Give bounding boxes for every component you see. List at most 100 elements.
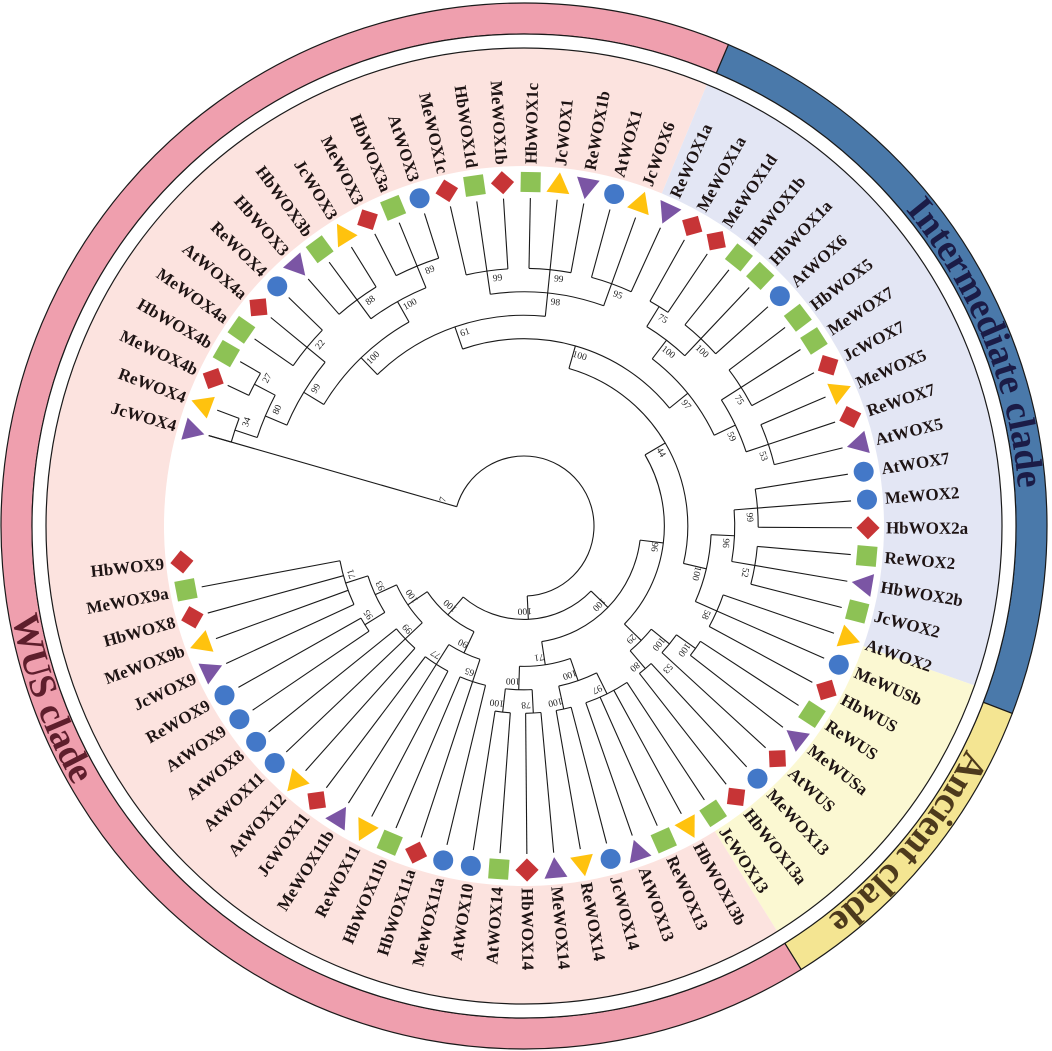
- branch-line: [364, 611, 386, 626]
- marker-triangle-down-icon: [786, 730, 810, 752]
- bootstrap-value: 89: [424, 264, 437, 277]
- marker-square-icon: [227, 315, 256, 344]
- branch-line: [760, 396, 826, 426]
- branch-line: [646, 306, 660, 327]
- branch-line: [225, 603, 355, 664]
- marker-circle-icon: [853, 461, 874, 482]
- branch-line: [463, 631, 475, 654]
- branch-line: [254, 338, 294, 367]
- bootstrap-value: 95: [611, 289, 624, 302]
- branch-line: [435, 644, 450, 665]
- marker-diamond-icon: [768, 750, 786, 768]
- branch-line: [423, 213, 440, 259]
- branch-line: [669, 392, 689, 409]
- bootstrap-value: 99: [492, 273, 503, 284]
- bootstrap-value: 100: [571, 350, 588, 364]
- branch-line: [639, 673, 727, 785]
- marker-circle-icon: [433, 850, 454, 871]
- marker-triangle-up-icon: [827, 383, 851, 405]
- branch-arc: [339, 560, 355, 605]
- branch-line: [502, 198, 509, 269]
- branch-line: [270, 317, 308, 348]
- branch-line: [285, 638, 406, 753]
- branch-line: [541, 641, 546, 665]
- marker-square-icon: [783, 303, 812, 332]
- branch-line: [420, 681, 474, 838]
- branch-arc: [624, 454, 665, 625]
- marker-circle-icon: [600, 848, 621, 869]
- branch-line: [374, 233, 397, 276]
- marker-square-icon: [650, 827, 677, 854]
- branch-line: [531, 689, 534, 714]
- marker-diamond-icon: [357, 209, 378, 230]
- marker-diamond-icon: [307, 791, 326, 810]
- marker-square-icon: [212, 339, 241, 368]
- marker-square-icon: [699, 799, 728, 828]
- branch-line: [404, 622, 423, 640]
- branch-line: [328, 261, 358, 301]
- marker-triangle-down-icon: [629, 839, 652, 864]
- branch-line: [307, 278, 340, 315]
- branch-line: [678, 668, 766, 749]
- branch-line: [305, 647, 416, 772]
- marker-circle-icon: [409, 188, 430, 209]
- branch-arc: [720, 399, 747, 452]
- marker-diamond-icon: [202, 368, 224, 389]
- marker-square-icon: [305, 235, 334, 264]
- branch-line: [454, 326, 464, 350]
- marker-diamond-icon: [856, 516, 880, 540]
- branch-line: [201, 560, 341, 588]
- branch-line: [528, 198, 531, 269]
- branch-line: [644, 442, 666, 456]
- branch-line: [599, 696, 658, 826]
- branch-line: [570, 203, 585, 273]
- marker-square-icon: [520, 171, 541, 193]
- branch-line: [207, 575, 344, 614]
- branch-arc: [396, 584, 423, 624]
- branch-arc: [585, 681, 628, 704]
- branch-line: [596, 672, 608, 695]
- branch-line: [603, 283, 613, 306]
- marker-diamond-icon: [405, 841, 428, 864]
- marker-diamond-icon: [170, 550, 194, 574]
- branch-line: [303, 391, 325, 405]
- branch-line: [570, 707, 608, 844]
- marker-circle-icon: [214, 685, 235, 706]
- branch-line: [630, 227, 661, 292]
- branch-line: [216, 409, 240, 419]
- branch-line: [676, 634, 696, 649]
- marker-circle-icon: [229, 709, 250, 730]
- branch-line: [740, 349, 801, 388]
- branch-line: [624, 623, 642, 641]
- branch-line: [750, 583, 842, 609]
- branch-line: [449, 206, 467, 276]
- branch-arc: [338, 286, 377, 315]
- marker-circle-icon: [828, 654, 849, 675]
- bootstrap-value: 96: [720, 538, 730, 548]
- branch-arc: [689, 640, 701, 656]
- bootstrap-value: 27: [261, 372, 274, 385]
- branch-line: [713, 424, 736, 436]
- bootstrap-value: 100: [547, 695, 563, 708]
- branch-arc: [426, 591, 475, 633]
- branch-line: [613, 690, 682, 815]
- branch-arc: [462, 590, 592, 620]
- bootstrap-value: 65: [464, 665, 476, 678]
- branch-line: [544, 292, 549, 317]
- branch-line: [371, 670, 449, 817]
- branch-line: [728, 327, 786, 371]
- marker-triangle-down-icon: [325, 806, 347, 831]
- branch-line: [540, 712, 555, 853]
- marker-circle-icon: [747, 768, 768, 789]
- bootstrap-value: 100: [689, 565, 702, 581]
- branch-line: [558, 685, 565, 710]
- marker-triangle-up-icon: [287, 768, 310, 792]
- branch-line: [651, 339, 667, 360]
- branch-line: [758, 526, 852, 529]
- leaf-label: HbWOX14: [518, 888, 538, 971]
- branch-arc: [556, 706, 572, 712]
- branch-line: [649, 239, 685, 302]
- branch-line: [398, 222, 418, 267]
- branch-arc: [370, 287, 427, 320]
- branch-line: [350, 246, 377, 288]
